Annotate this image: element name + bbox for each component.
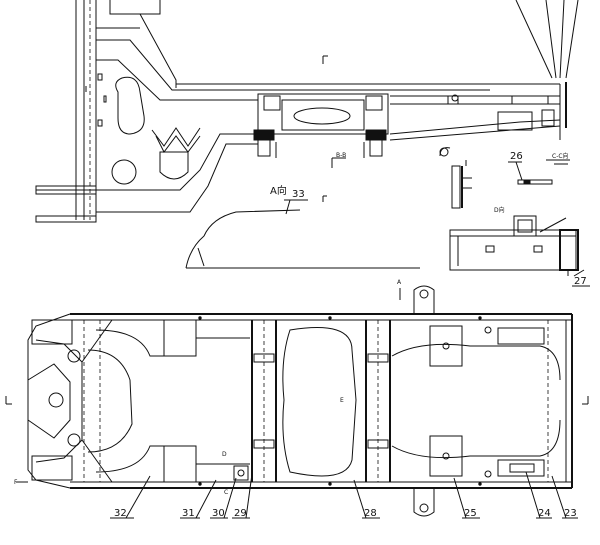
letter-f-label: F [14,479,18,486]
callout-25: 25 [464,508,477,519]
callout-26: 26 [510,151,523,162]
callout-32: 32 [114,508,127,519]
section-bb-label: B-B [336,152,346,159]
callout-30: 30 [212,508,225,519]
view-a-label: A向 [270,184,287,197]
plan-view-frame: F E A D C [5,279,589,517]
detail-27: D向 27 [449,206,590,287]
view-a-sketch: A向 33 B-B [185,152,420,269]
letter-e-label: E [340,397,344,404]
letter-c-label: C [224,489,228,496]
callout-27: 27 [574,276,587,287]
callout-23: 23 [564,508,577,519]
letter-d-label: D [222,451,227,458]
detail-bracket [439,147,472,209]
callout-29: 29 [234,508,247,519]
side-view-frame [35,0,579,223]
callout-28: 28 [364,508,377,519]
letter-a-label: A [397,279,402,286]
callout-31: 31 [182,508,195,519]
callout-24: 24 [538,508,551,519]
detail-26: 26 C-C向 [508,151,570,185]
section-cc-label: C-C向 [552,152,569,160]
plan-callouts: 32 31 30 29 28 25 24 23 [110,471,578,519]
view-d-label: D向 [494,206,505,214]
callout-33: 33 [292,189,305,200]
